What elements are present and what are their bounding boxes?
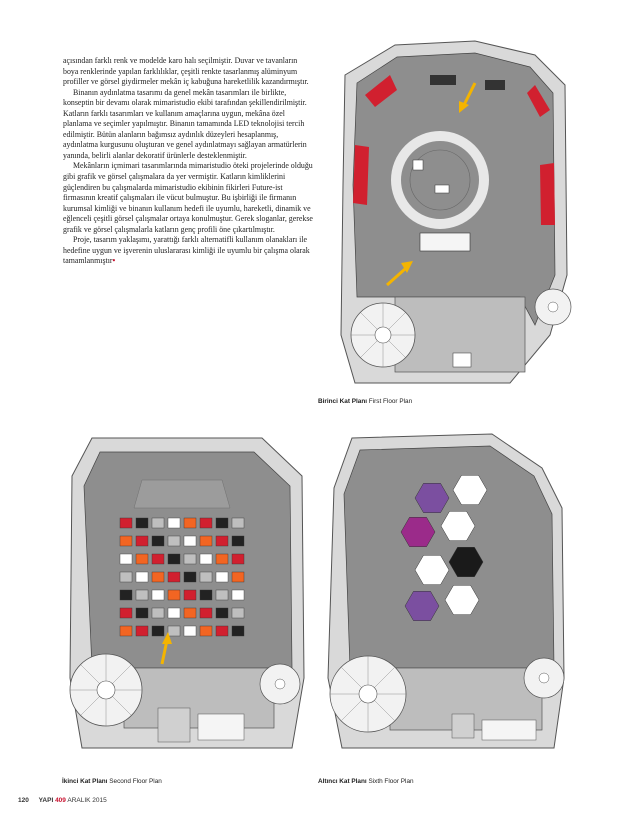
seat — [183, 571, 197, 583]
seat — [183, 625, 197, 637]
seat — [215, 625, 229, 637]
first-floor-plan — [335, 35, 585, 387]
seat — [167, 535, 181, 547]
seat — [183, 607, 197, 619]
seat — [135, 553, 149, 565]
seat — [231, 535, 245, 547]
seat — [135, 535, 149, 547]
seat — [135, 607, 149, 619]
seat — [119, 535, 133, 547]
hex-table — [440, 511, 476, 541]
seat — [231, 553, 245, 565]
seat — [183, 553, 197, 565]
paragraph-2: Binanın aydınlatma tasarımı da genel mek… — [63, 87, 307, 160]
hex-table — [404, 591, 440, 621]
hex-table — [414, 555, 450, 585]
seat — [167, 625, 181, 637]
sixth-floor-caption: Altıncı Kat Planı Sixth Floor Plan — [318, 778, 414, 785]
seat — [199, 589, 213, 601]
article-text: açısından farklı renk ve modelde karo ha… — [63, 56, 313, 267]
seat — [151, 517, 165, 529]
end-mark: • — [112, 256, 116, 266]
seat — [167, 571, 181, 583]
seat — [183, 535, 197, 547]
seat — [183, 517, 197, 529]
seat — [151, 571, 165, 583]
hex-table — [444, 585, 480, 615]
first-floor-caption-en: First Floor Plan — [368, 398, 413, 405]
seat — [119, 517, 133, 529]
seat — [151, 625, 165, 637]
seat — [135, 589, 149, 601]
hex-table — [400, 517, 436, 547]
first-floor-caption: Birinci Kat Planı First Floor Plan — [318, 398, 412, 405]
seat — [231, 571, 245, 583]
seat — [167, 607, 181, 619]
seat — [119, 571, 133, 583]
paragraph-4-text: Proje, tasarım yaklaşımı, yarattığı fark… — [63, 235, 310, 266]
sixth-floor-caption-tr: Altıncı Kat Planı — [318, 778, 367, 785]
seat — [199, 553, 213, 565]
seat — [199, 607, 213, 619]
hex-table — [452, 475, 488, 505]
seat — [215, 589, 229, 601]
seat — [135, 571, 149, 583]
paragraph-4: Proje, tasarım yaklaşımı, yarattığı fark… — [63, 235, 313, 267]
seat — [231, 589, 245, 601]
seat — [135, 517, 149, 529]
page-footer: 120 YAPI 409 ARALIK 2015 — [18, 797, 107, 804]
seat — [199, 535, 213, 547]
seat — [167, 589, 181, 601]
seat — [199, 571, 213, 583]
issue-date: ARALIK 2015 — [67, 797, 107, 804]
seat — [135, 625, 149, 637]
seat — [215, 535, 229, 547]
seat — [167, 517, 181, 529]
seat — [231, 607, 245, 619]
seat — [151, 607, 165, 619]
seat — [215, 517, 229, 529]
hexagon-tables — [400, 475, 488, 621]
issue-number: 409 — [55, 797, 66, 804]
seat — [215, 571, 229, 583]
seat — [231, 625, 245, 637]
seat — [215, 553, 229, 565]
seat — [199, 625, 213, 637]
sixth-floor-caption-en: Sixth Floor Plan — [368, 778, 414, 785]
first-floor-caption-tr: Birinci Kat Planı — [318, 398, 368, 405]
paragraph-3: Mekânların içmimari tasarımlarında mimar… — [63, 161, 313, 234]
seat — [119, 553, 133, 565]
sixth-floor-plan — [322, 428, 574, 768]
second-floor-caption: İkinci Kat Planı Second Floor Plan — [62, 778, 162, 785]
seating-rows — [119, 517, 245, 637]
paragraph-1: açısından farklı renk ve modelde karo ha… — [63, 56, 309, 87]
seat — [199, 517, 213, 529]
seat — [151, 589, 165, 601]
seat — [231, 517, 245, 529]
second-floor-caption-en: Second Floor Plan — [109, 778, 162, 785]
seat — [119, 607, 133, 619]
seat — [151, 535, 165, 547]
seat — [215, 607, 229, 619]
page-number: 120 — [18, 797, 29, 804]
hex-table — [414, 483, 450, 513]
seat — [183, 589, 197, 601]
seat — [119, 625, 133, 637]
hex-table — [448, 547, 484, 577]
second-floor-caption-tr: İkinci Kat Planı — [62, 778, 108, 785]
seat — [151, 553, 165, 565]
magazine-name: YAPI — [38, 797, 54, 804]
seat — [167, 553, 181, 565]
second-floor-plan — [62, 428, 312, 768]
seat — [119, 589, 133, 601]
